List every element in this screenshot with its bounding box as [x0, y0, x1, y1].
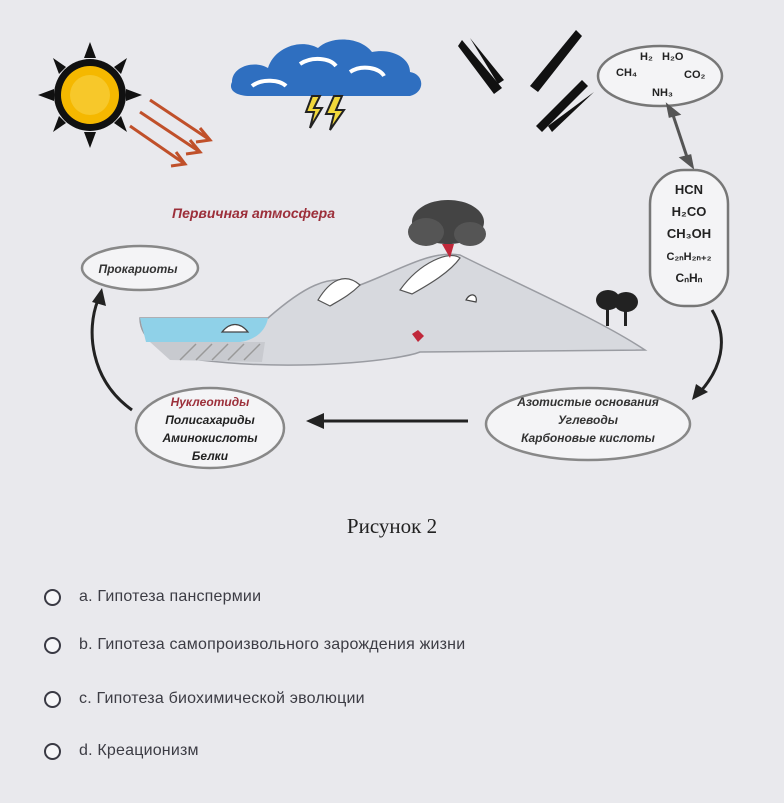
option-b-label[interactable]: b. Гипотеза самопроизвольного зарождения…	[79, 636, 466, 653]
tree-icon	[596, 290, 638, 326]
prokaryotes-ellipse: Прокариоты	[80, 244, 200, 292]
volcano-icon	[139, 200, 648, 366]
polymers-ellipse: Нуклеотиды Полисахариды Аминокислоты Бел…	[134, 386, 286, 470]
gases-ellipse: H₂ H₂O CH₄ CO₂ NH₃	[596, 44, 724, 108]
bases-line-1: Азотистые основания	[516, 395, 659, 409]
option-d-label[interactable]: d. Креационизм	[79, 742, 199, 759]
option-b[interactable]: b. Гипотеза самопроизвольного зарождения…	[44, 630, 465, 660]
organic-h2co: H₂CO	[672, 204, 707, 219]
organic-alkane: C₂ₙH₂ₙ₊₂	[666, 251, 711, 263]
prokaryotes-label: Прокариоты	[98, 262, 178, 276]
organic-hcn: HCN	[675, 182, 703, 197]
gas-organics-arrow	[665, 102, 695, 170]
lightning-icon	[304, 95, 346, 131]
organics-to-bases-arrowhead	[692, 384, 708, 400]
gas-h2: H₂	[640, 51, 653, 63]
option-c-label[interactable]: c. Гипотеза биохимической эволюции	[79, 690, 365, 707]
gas-ch4: CH₄	[616, 67, 637, 79]
gas-nh3: NH₃	[652, 87, 673, 99]
polymers-to-prokaryotes-arrowhead	[92, 288, 106, 306]
sun-icon	[38, 42, 142, 148]
bases-ellipse: Азотистые основания Углеводы Карбоновые …	[484, 386, 692, 462]
option-d[interactable]: d. Креационизм	[44, 736, 199, 766]
option-a-label[interactable]: a. Гипотеза панспермии	[79, 588, 262, 605]
origin-of-life-diagram: H₂ H₂O CH₄ CO₂ NH₃ HCN H₂CO CH₃OH C₂ₙH₂ₙ…	[38, 30, 730, 470]
radio-button-a[interactable]	[44, 588, 61, 606]
radio-button-b[interactable]	[44, 636, 61, 654]
gas-co2: CO₂	[684, 69, 706, 81]
organics-box: HCN H₂CO CH₃OH C₂ₙH₂ₙ₊₂ CₙHₙ	[648, 168, 730, 308]
atmosphere-label: Первичная атмосфера	[172, 205, 335, 221]
meteor-icon	[458, 30, 594, 132]
organic-cnhn: CₙHₙ	[676, 271, 703, 285]
figure-caption: Рисунок 2	[346, 514, 438, 538]
bases-line-3: Карбоновые кислоты	[521, 431, 656, 445]
cloud-icon	[230, 39, 422, 96]
gas-h2o: H₂O	[662, 51, 684, 63]
bases-to-polymers-arrow	[306, 413, 468, 429]
option-a[interactable]: a. Гипотеза панспермии	[44, 582, 261, 612]
radio-button-d[interactable]	[44, 742, 61, 760]
polymers-line-4: Белки	[192, 449, 229, 463]
sun-rays	[129, 98, 213, 168]
polymers-line-1: Нуклеотиды	[171, 395, 251, 409]
polymers-line-2: Полисахариды	[165, 413, 255, 427]
polymers-line-3: Аминокислоты	[161, 431, 258, 445]
organics-to-bases-arrow	[698, 309, 723, 394]
polymers-to-prokaryotes-arrow	[90, 299, 133, 412]
bases-line-2: Углеводы	[558, 413, 619, 427]
organic-ch3oh: CH₃OH	[667, 226, 711, 241]
radio-button-c[interactable]	[44, 690, 61, 708]
option-c[interactable]: c. Гипотеза биохимической эволюции	[44, 684, 365, 714]
